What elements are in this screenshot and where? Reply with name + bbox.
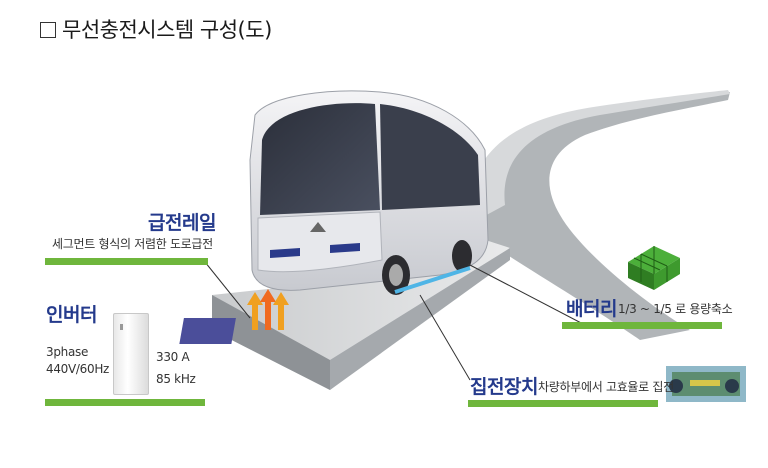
page-title: 무선충전시스템 구성(도) [40,14,272,44]
battery-underline [562,322,722,329]
battery-heading: 배터리 [566,298,617,320]
battery-description: 1/3 ~ 1/5 로 용량축소 [618,302,733,316]
pickup-underline [468,400,658,407]
inverter-current: 330 A [156,350,190,364]
inverter-spec-voltage: 440V/60Hz [46,362,110,376]
pickup-description: 차량하부에서 고효율로 집전 [538,380,674,394]
inverter-cabinet-icon [113,313,149,395]
power-transfer-arrows-icon [179,289,289,344]
rail-underline [45,258,208,265]
inverter-frequency: 85 kHz [156,372,196,386]
pickup-heading: 집전장치 [470,376,538,398]
inverter-spec-phase: 3phase [46,345,89,359]
inverter-underline [45,399,205,406]
rail-heading: 급전레일 [148,212,216,234]
electric-bus-icon [249,90,489,295]
page-title-text: 무선충전시스템 구성(도) [62,18,272,42]
connector-lines [204,261,586,381]
rail-description: 세그먼트 형식의 저렴한 도로급전 [52,237,213,251]
pickup-device-icon [666,366,746,402]
inverter-heading: 인버터 [46,304,97,326]
checkbox-square-icon [40,22,56,38]
battery-pack-icon [628,246,680,290]
